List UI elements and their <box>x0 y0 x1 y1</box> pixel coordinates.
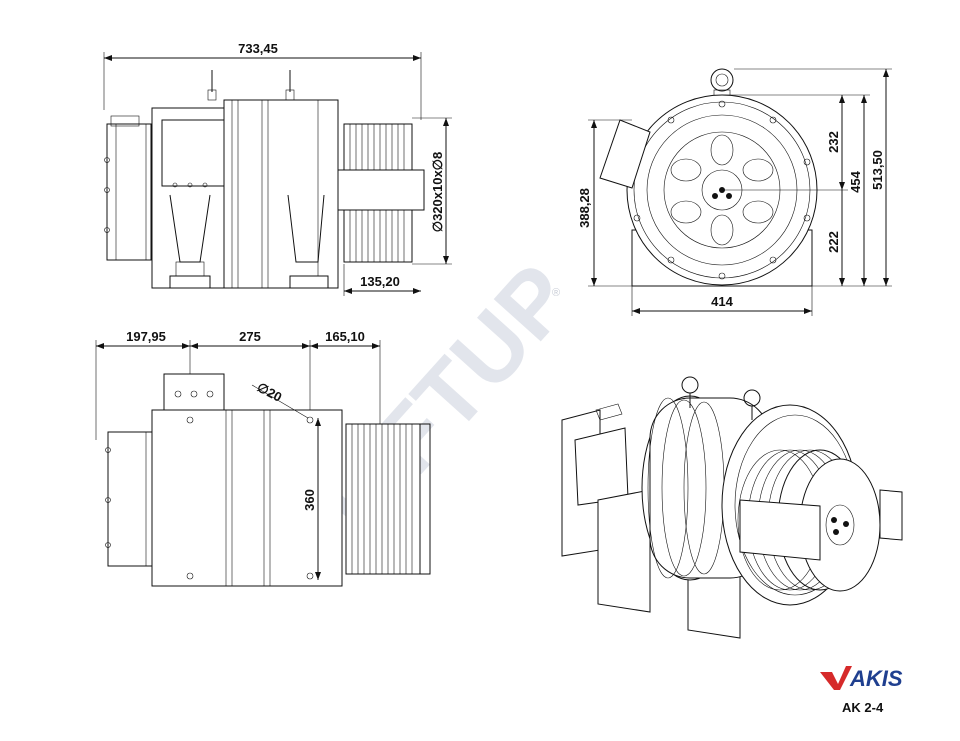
watermark-text: LiFTUP <box>301 245 592 553</box>
dim-shaft-height: 388,28 <box>577 188 592 228</box>
side-view: 197,95 275 165,10 <box>95 329 431 587</box>
isometric-view <box>561 376 903 639</box>
dim-sheave-offset: 135,20 <box>360 274 400 289</box>
dim-hole-diameter: ∅20 <box>255 379 285 404</box>
dim-base-width: 414 <box>711 294 733 309</box>
dim-middle: 275 <box>239 329 261 344</box>
dim-right: 165,10 <box>325 329 365 344</box>
side-sheave-grooves <box>351 424 413 574</box>
dim-height-454: 454 <box>848 170 863 192</box>
watermark: LiFTUP <box>301 245 592 553</box>
brand-logo: AKIS <box>820 666 903 691</box>
dim-lower-height: 222 <box>826 231 841 253</box>
dim-overall-length: 733,45 <box>238 41 278 56</box>
registered-mark: ® <box>552 287 560 299</box>
front-view: 388,28 414 232 222 454 513,50 <box>577 68 892 316</box>
dim-sheave-spec: ∅320x10x∅8 <box>430 152 445 233</box>
top-view: 733,45 <box>103 41 452 296</box>
brand-name: AKIS <box>849 666 903 691</box>
model-name: AK 2-4 <box>842 700 884 715</box>
dim-left: 197,95 <box>126 329 166 344</box>
logo-checkmark-icon <box>820 666 852 690</box>
dim-mount-height: 360 <box>302 489 317 511</box>
dim-total-height: 513,50 <box>870 150 885 190</box>
dim-upper-height: 232 <box>826 131 841 153</box>
